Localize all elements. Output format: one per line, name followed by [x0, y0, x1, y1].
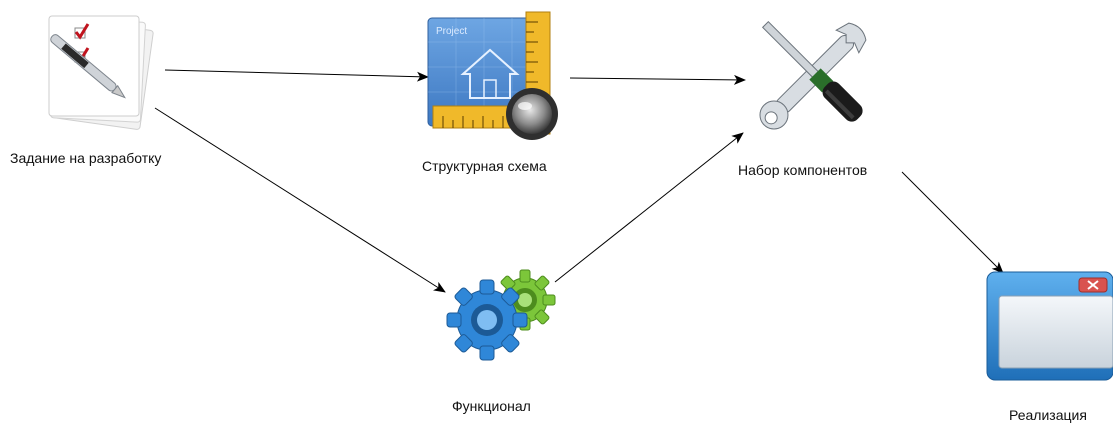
window-icon [986, 271, 1113, 381]
node-label-implementation: Реализация [1009, 407, 1087, 423]
node-label-schema: Структурная схема [422, 158, 547, 174]
edge-components-to-implementation [901, 171, 1004, 274]
edge-functional-to-components [554, 132, 744, 283]
node-label-functional: Функционал [452, 398, 531, 414]
blueprint-title: Project [436, 26, 467, 37]
gears-icon [446, 269, 556, 361]
edge-schema-to-components [569, 74, 746, 85]
wrench-screwdriver-icon [759, 20, 867, 130]
edges [154, 69, 1004, 293]
edge-task-to-schema [164, 69, 429, 82]
blueprint-ruler-icon: Project [427, 11, 558, 140]
checklist-document-icon [48, 15, 154, 130]
node-label-components: Набор компонентов [738, 162, 868, 178]
node-label-task: Задание на разработку [10, 150, 162, 166]
edge-task-to-functional [154, 107, 446, 293]
